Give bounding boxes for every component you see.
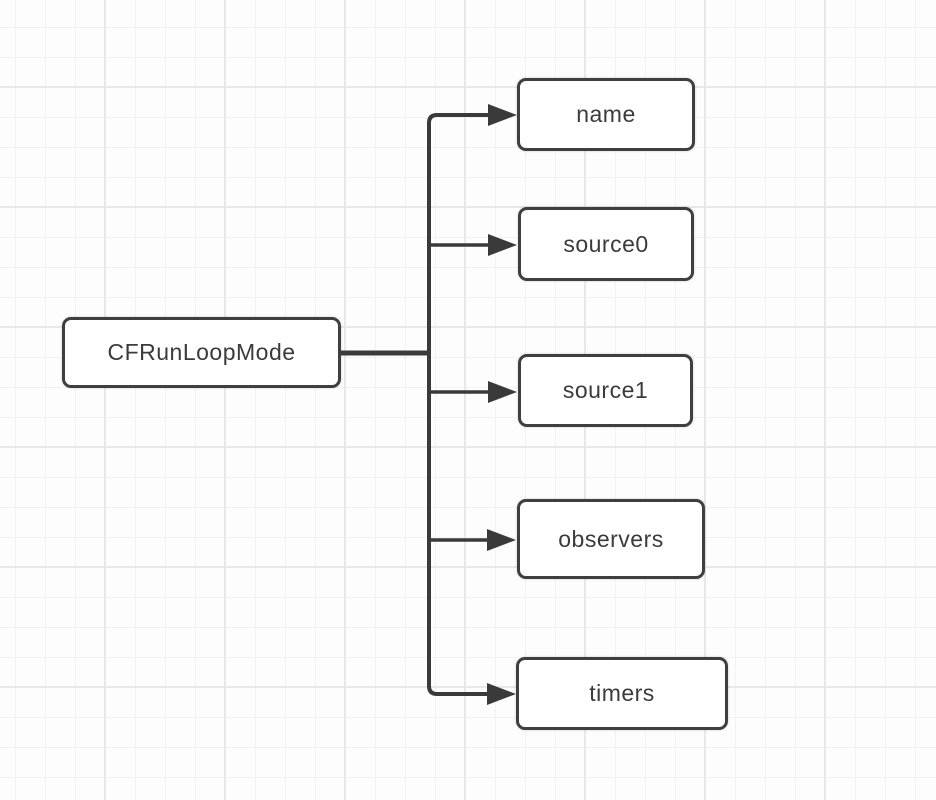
connector-trunk xyxy=(427,113,489,696)
node-source0[interactable]: source0 xyxy=(518,207,694,281)
arrowhead-icon-source1 xyxy=(488,381,517,403)
node-source1[interactable]: source1 xyxy=(518,354,693,427)
arrowhead-icon-name xyxy=(488,104,517,126)
node-cfrunloopmode-label: CFRunLoopMode xyxy=(107,339,296,365)
node-cfrunloopmode[interactable]: CFRunLoopMode xyxy=(62,317,341,388)
node-source1-label: source1 xyxy=(562,377,649,403)
node-observers-label: observers xyxy=(558,525,664,552)
arrowhead-icon-observers xyxy=(487,529,516,551)
node-timers-label: timers xyxy=(589,680,655,706)
arrowhead-icon-timers xyxy=(487,683,516,705)
arrowhead-icon-source0 xyxy=(488,234,517,256)
node-name-label: name xyxy=(576,101,636,127)
node-timers[interactable]: timers xyxy=(516,657,728,730)
node-source0-label: source0 xyxy=(563,230,649,257)
node-name[interactable]: name xyxy=(517,78,695,151)
node-observers[interactable]: observers xyxy=(517,499,705,579)
